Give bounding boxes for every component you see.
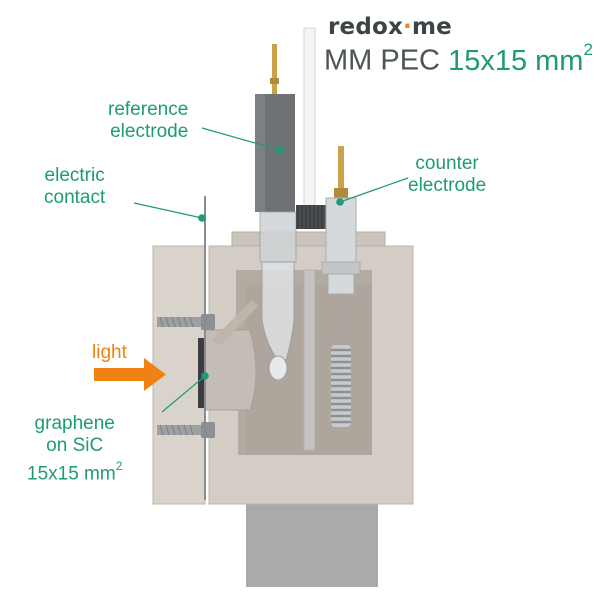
inner-rod	[303, 269, 316, 451]
cell-crown	[231, 231, 386, 247]
reference-electrode	[255, 44, 297, 381]
light-arrow	[94, 358, 166, 391]
product-size: 15x15 mm2	[448, 40, 593, 77]
brand-dot: ·	[403, 14, 412, 40]
graphene-sample	[198, 338, 206, 408]
window-port	[204, 329, 257, 411]
brand-logo: redox·me	[328, 14, 452, 40]
label-reference-electrode: reference electrode	[108, 99, 189, 142]
label-light: light	[92, 342, 127, 363]
knurled-nut	[296, 205, 328, 229]
gas-tube	[303, 27, 316, 219]
label-graphene: graphene on SiC 15x15 mm2	[27, 413, 123, 485]
label-counter-electrode: counter electrode	[408, 153, 487, 196]
brand-suffix: me	[411, 14, 452, 40]
counter-electrode	[321, 146, 361, 427]
product-title: MM PEC 15x15 mm2	[324, 40, 593, 78]
label-electric-contact: electric contact	[44, 165, 106, 208]
brand-prefix: redox	[328, 14, 404, 40]
product-name: MM PEC	[324, 44, 440, 77]
leader-lines	[133, 127, 409, 413]
